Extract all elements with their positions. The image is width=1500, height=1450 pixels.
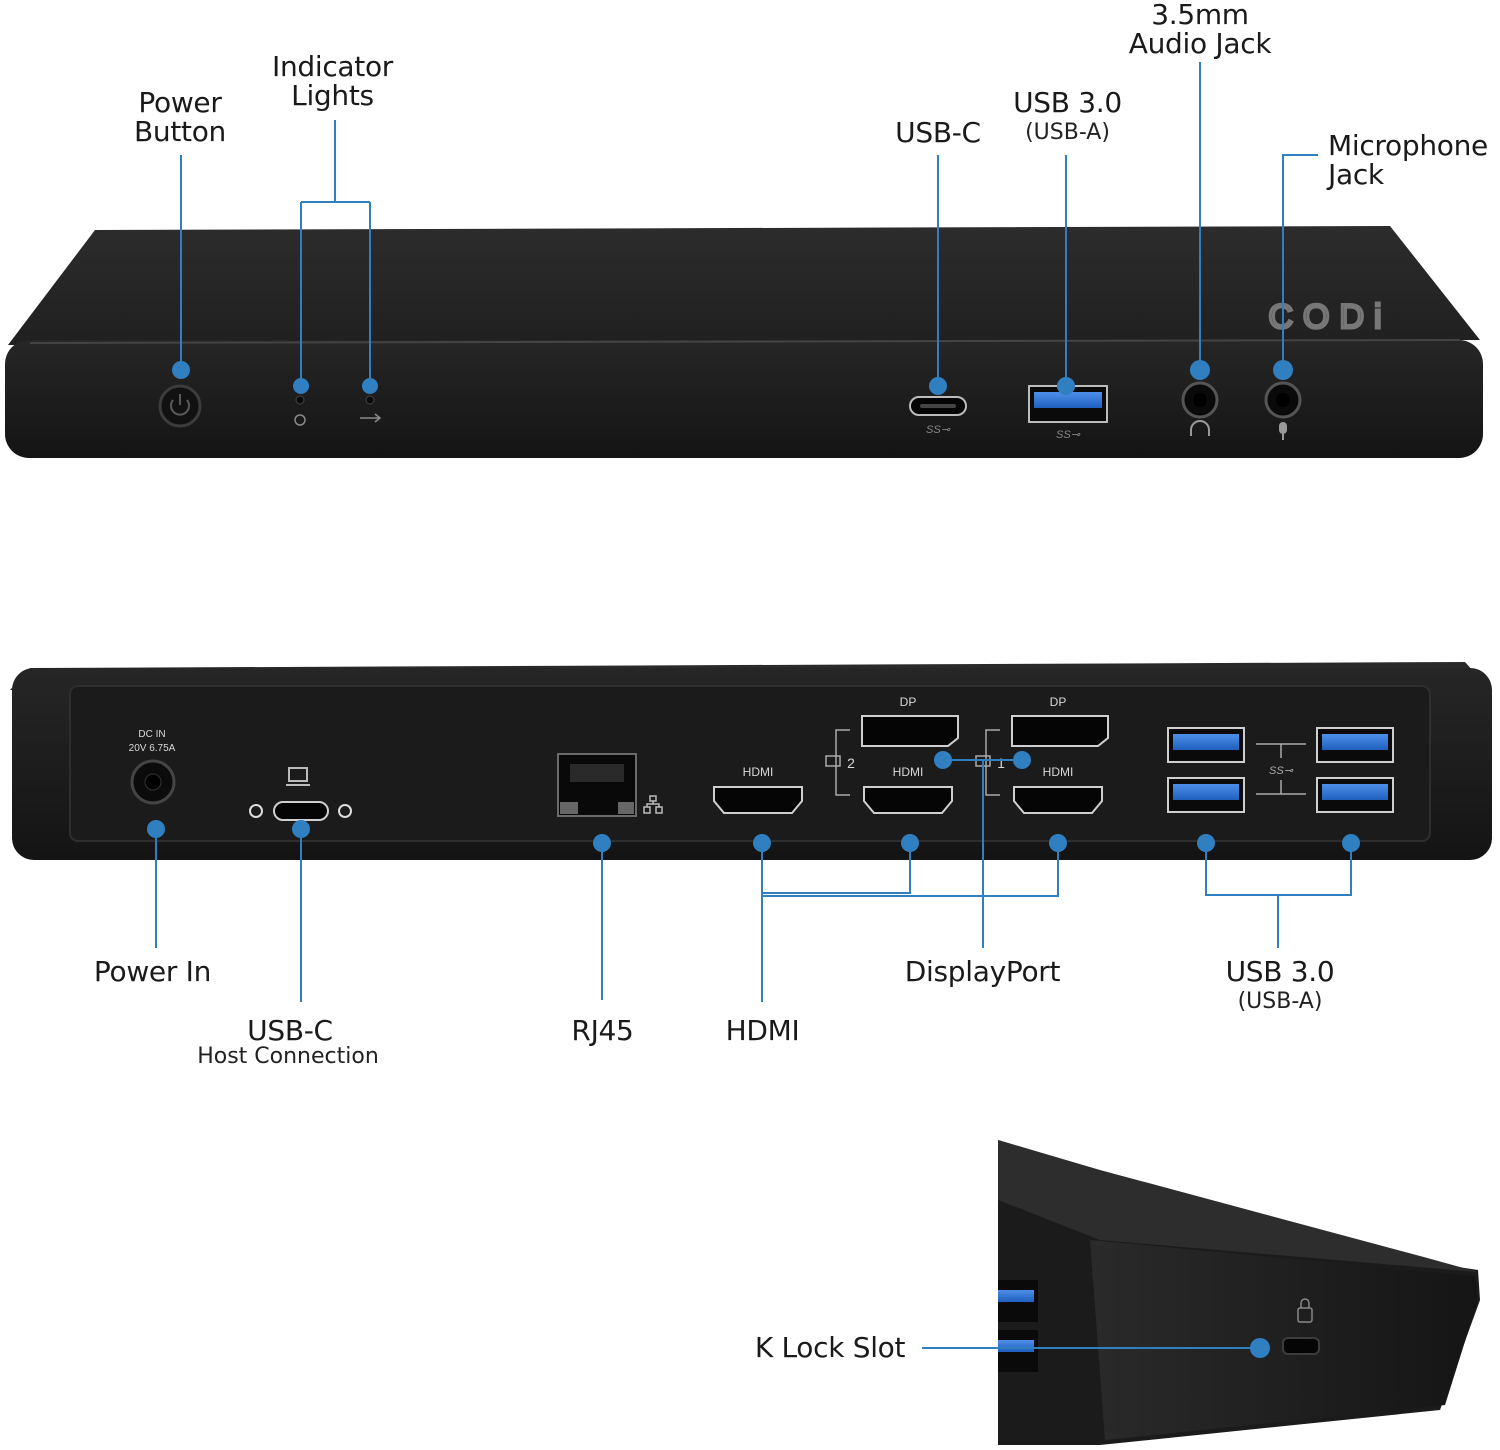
- rear-usb-a-port: [1316, 727, 1394, 763]
- displayport-1: DP: [861, 695, 959, 747]
- svg-text:SS⊸: SS⊸: [1269, 765, 1294, 777]
- front-usb-c-port: SS⊸: [909, 396, 967, 436]
- label-displayport: DisplayPort: [904, 955, 1061, 988]
- k-lock-slot: [1282, 1298, 1320, 1355]
- label-hdmi: HDMI: [725, 1014, 800, 1047]
- rear-usb-a-port: [1316, 777, 1394, 813]
- label-audio-jack: 3.5mm Audio Jack: [1128, 0, 1272, 60]
- label-front-usb-c: USB-C: [895, 116, 981, 149]
- monitor-2-marker: 2: [847, 755, 855, 771]
- svg-text:DP: DP: [1050, 695, 1067, 709]
- rear-usb-a-port: [1167, 727, 1245, 763]
- label-front-usb3-sub: (USB-A): [1025, 120, 1110, 145]
- label-front-usb3: USB 3.0: [1013, 86, 1122, 119]
- callout-lines: [155, 62, 1352, 1349]
- svg-text:DP: DP: [900, 695, 917, 709]
- callout-dots: [147, 360, 1360, 1358]
- label-k-lock-slot: K Lock Slot: [754, 1331, 906, 1364]
- hdmi-port-2: HDMI: [863, 765, 953, 814]
- power-indicator-light: [294, 395, 306, 426]
- displayport-2: DP: [1011, 695, 1109, 747]
- svg-text:HDMI: HDMI: [743, 765, 774, 779]
- monitor-1-marker: 1: [997, 755, 1005, 771]
- label-power-in: Power In: [93, 955, 212, 988]
- lock-icon: [1297, 1307, 1313, 1323]
- svg-text:HDMI: HDMI: [893, 765, 924, 779]
- microphone-jack: [1264, 381, 1302, 440]
- label-rear-usb-c: USB-C: [247, 1014, 333, 1047]
- svg-text:SS⊸: SS⊸: [926, 424, 951, 436]
- usb-indicator-light: [360, 395, 382, 423]
- label-rear-usb3: USB 3.0: [1225, 955, 1335, 988]
- label-indicator-lights: Indicator Lights: [271, 50, 394, 112]
- dock-top-surface: [8, 226, 1480, 345]
- svg-text:HDMI: HDMI: [1043, 765, 1074, 779]
- brand-logo: CODi: [1268, 298, 1391, 336]
- headphone-icon: [1190, 420, 1210, 436]
- dc-power-input: DC IN 20V 6.75A: [129, 729, 176, 805]
- svg-text:SS⊸: SS⊸: [1056, 429, 1081, 441]
- network-icon: [643, 795, 663, 814]
- hdmi-port-1: HDMI: [713, 765, 803, 814]
- label-power-button: Power Button: [134, 86, 226, 148]
- dock-front-view: CODi SS⊸ SS⊸: [5, 226, 1483, 458]
- dock-front-face: [5, 340, 1483, 458]
- microphone-icon: [1279, 422, 1287, 434]
- host-usb-c-port: [249, 767, 352, 821]
- hdmi-port-3: HDMI: [1013, 765, 1103, 814]
- dock-side-view: [998, 1140, 1480, 1445]
- svg-text:DC IN: DC IN: [138, 729, 165, 740]
- dock-rear-view: DC IN 20V 6.75A: [10, 662, 1492, 860]
- audio-jack: [1181, 381, 1219, 436]
- svg-text:20V 6.75A: 20V 6.75A: [129, 743, 176, 754]
- label-rear-usb3-sub: (USB-A): [1237, 989, 1323, 1014]
- label-rear-usb-c-sub: Host Connection: [197, 1044, 379, 1069]
- rear-usb-a-ports: SS⊸: [1167, 727, 1394, 813]
- laptop-icon: [288, 767, 308, 782]
- rear-usb-a-port: [1167, 777, 1245, 813]
- rj45-port: [557, 753, 663, 817]
- power-button[interactable]: [158, 384, 202, 428]
- label-rj45: RJ45: [571, 1014, 634, 1047]
- label-microphone-jack: Microphone Jack: [1328, 129, 1488, 191]
